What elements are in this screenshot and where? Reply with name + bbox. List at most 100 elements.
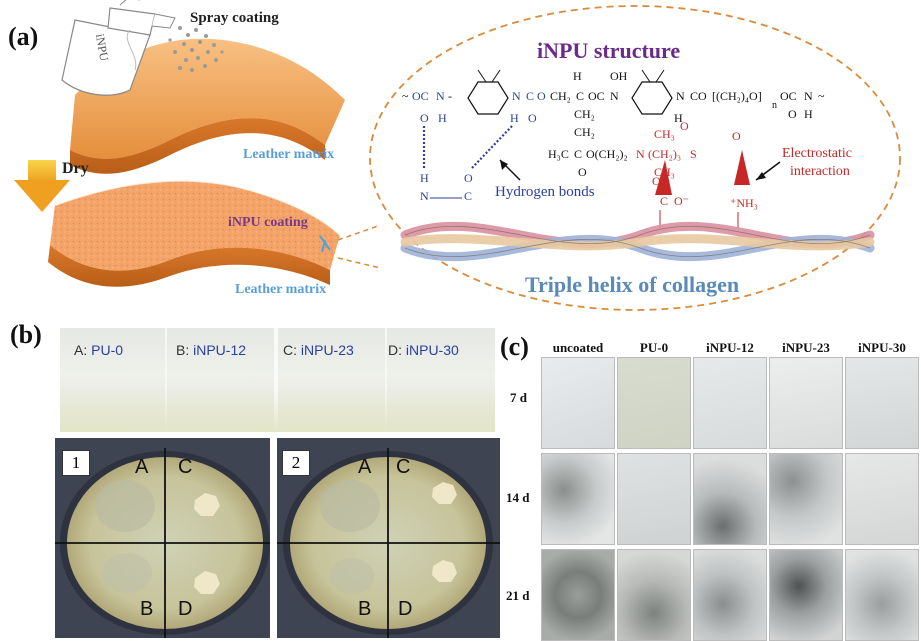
svg-text:H: H xyxy=(573,69,582,83)
svg-text:[(CH₂)₄O]: [(CH₂)₄O] xyxy=(712,89,762,103)
dish-1-quadrant-b: B xyxy=(140,598,154,620)
col-label-inpu30: iNPU-30 xyxy=(858,340,906,355)
leather-matrix-top-label: Leather matrix xyxy=(243,147,335,162)
panel-c-label: (c) xyxy=(500,332,529,361)
vial-label-c: C: iNPU-23 xyxy=(283,342,354,358)
inpu-structure-diagram: ~ OC N - N C O CH₂ C OC N H OH N CO [(CH… xyxy=(369,5,901,311)
svg-text:O: O xyxy=(788,107,797,121)
svg-text:H: H xyxy=(510,111,519,125)
spray-particles xyxy=(168,26,224,72)
svg-text:N: N xyxy=(804,89,813,103)
panel-a-label: (a) xyxy=(8,22,39,51)
vial-label-a: A: PU-0 xyxy=(74,342,124,358)
spray-coating-label: Spray coating xyxy=(190,10,279,26)
svg-text:N: N xyxy=(636,147,645,161)
dish-2-number: 2 xyxy=(282,450,310,476)
svg-text:O: O xyxy=(464,171,473,185)
row-label-7d: 7 d xyxy=(510,390,527,405)
electrostatic-label-line2: interaction xyxy=(790,164,850,179)
svg-text:N: N xyxy=(512,89,521,103)
tile-14d-pu0 xyxy=(617,453,691,545)
svg-text:C: C xyxy=(464,189,472,203)
row-label-21d: 21 d xyxy=(506,588,530,603)
hydrogen-bonds-label: Hydrogen bonds xyxy=(495,184,595,200)
svg-text:OC: OC xyxy=(588,89,605,103)
inpu-coating-label: iNPU coating xyxy=(228,215,308,230)
dish-1-quadrant-a: A xyxy=(135,456,149,478)
vial-label-d: D: iNPU-30 xyxy=(388,342,459,358)
dish-2 xyxy=(277,448,500,638)
col-label-uncoated: uncoated xyxy=(552,340,604,355)
svg-text:H: H xyxy=(420,171,429,185)
svg-text:~: ~ xyxy=(818,89,825,103)
svg-text:(CH₂)₃: (CH₂)₃ xyxy=(648,147,681,161)
svg-text:O: O xyxy=(652,174,661,188)
tile-7d-inpu12 xyxy=(693,357,767,449)
vial-divider-3 xyxy=(385,328,387,432)
dish-1 xyxy=(55,448,270,638)
svg-text:O: O xyxy=(732,129,741,143)
tile-21d-inpu12 xyxy=(693,549,767,641)
svg-text:O: O xyxy=(420,111,429,125)
svg-text:O: O xyxy=(537,89,546,103)
leather-matrix-bottom-label: Leather matrix xyxy=(235,282,327,297)
coated-leather-sheet xyxy=(48,179,341,287)
panel-b-label: (b) xyxy=(10,320,42,349)
dish-2-quadrant-a: A xyxy=(358,456,372,478)
svg-text:H₃C: H₃C xyxy=(548,147,569,161)
tile-7d-inpu23 xyxy=(769,357,843,449)
vial-divider-1 xyxy=(165,328,167,432)
svg-text:C: C xyxy=(526,89,534,103)
vial-divider-2 xyxy=(274,328,278,432)
row-label-14d: 14 d xyxy=(506,490,530,505)
tile-21d-pu0 xyxy=(617,549,691,641)
spray-bottle-icon xyxy=(61,0,176,96)
dish-2-quadrant-c: C xyxy=(396,456,411,478)
svg-text:N: N xyxy=(420,189,429,203)
svg-text:O: O xyxy=(680,119,689,133)
svg-text:CH₂: CH₂ xyxy=(550,89,571,103)
svg-text:C: C xyxy=(660,194,668,208)
svg-text:H: H xyxy=(804,107,813,121)
svg-text:OH: OH xyxy=(610,69,628,83)
dish-2-quadrant-b: B xyxy=(358,598,372,620)
tile-7d-uncoated xyxy=(541,357,615,449)
svg-text:CH₃: CH₃ xyxy=(654,127,675,141)
svg-text:-: - xyxy=(448,89,452,103)
top-leather-sheet xyxy=(70,38,345,174)
svg-text:n: n xyxy=(772,100,777,111)
tile-21d-inpu23 xyxy=(769,549,843,641)
svg-text:N: N xyxy=(676,89,685,103)
dish-2-quadrant-d: D xyxy=(398,598,413,620)
dish-1-quadrant-d: D xyxy=(178,598,193,620)
svg-text:O: O xyxy=(528,111,537,125)
svg-text:OC: OC xyxy=(412,89,429,103)
svg-text:CH₂: CH₂ xyxy=(574,125,595,139)
svg-text:OC: OC xyxy=(780,89,797,103)
vial-meniscus xyxy=(60,388,495,432)
col-label-inpu23: iNPU-23 xyxy=(782,340,830,355)
svg-text:O(CH₂)₂: O(CH₂)₂ xyxy=(586,147,628,161)
svg-text:⁺NH₃: ⁺NH₃ xyxy=(730,196,758,210)
dry-arrow xyxy=(14,160,70,212)
col-label-inpu12: iNPU-12 xyxy=(706,340,754,355)
leather-coating-illustration xyxy=(14,0,380,287)
svg-text:O: O xyxy=(578,165,587,179)
svg-text:S: S xyxy=(690,147,697,161)
svg-text:C: C xyxy=(576,89,584,103)
vial-label-b: B: iNPU-12 xyxy=(176,342,247,358)
chemical-structure: ~ OC N - N C O CH₂ C OC N H OH N CO [(CH… xyxy=(402,69,825,179)
svg-text:~: ~ xyxy=(402,89,409,103)
dish-1-number: 1 xyxy=(62,450,90,476)
dry-label: Dry xyxy=(62,160,89,177)
dish-1-quadrant-c: C xyxy=(178,456,193,478)
tile-7d-inpu30 xyxy=(845,357,919,449)
structure-title: iNPU structure xyxy=(537,38,681,63)
svg-text:O⁻: O⁻ xyxy=(674,194,689,208)
svg-text:CO: CO xyxy=(690,89,707,103)
collagen-triple-helix xyxy=(400,221,875,262)
svg-text:H: H xyxy=(438,111,447,125)
svg-text:CH₂: CH₂ xyxy=(574,107,595,121)
vial-photos xyxy=(60,328,495,432)
electrostatic-label-line1: Electrostatic xyxy=(782,146,852,161)
